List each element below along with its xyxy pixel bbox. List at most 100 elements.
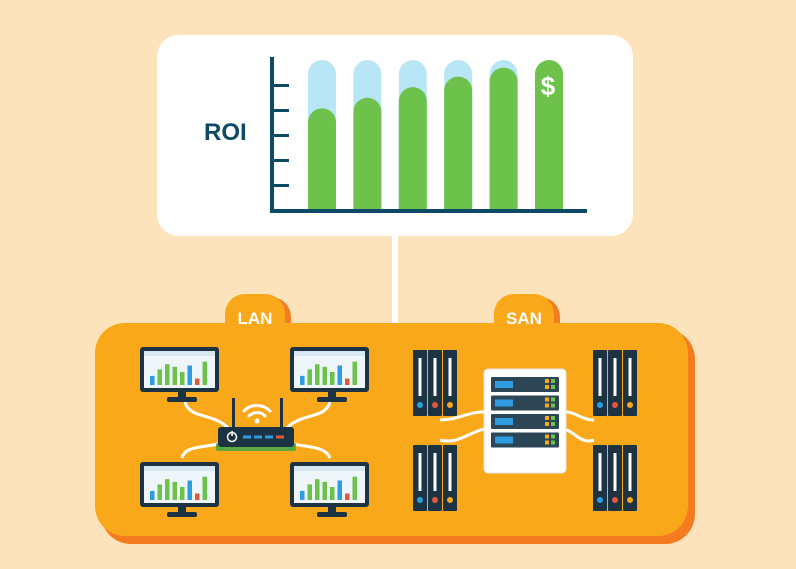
wifi-arc <box>247 411 267 418</box>
monitor-bar <box>322 366 327 385</box>
router-led <box>254 435 262 439</box>
roi-y-tick <box>270 159 289 162</box>
drive-slot <box>598 453 602 491</box>
monitor-bar <box>337 480 342 500</box>
monitor-4 <box>290 462 369 517</box>
monitor-bar <box>150 375 155 385</box>
drive-slot <box>628 453 632 491</box>
lan-label: LAN <box>238 309 273 328</box>
router-led <box>243 435 251 439</box>
server-blade <box>491 377 559 392</box>
server-blade-led <box>551 379 555 383</box>
drive-led <box>627 497 633 503</box>
server-blade-led <box>551 416 555 420</box>
lan-tab <box>225 294 285 344</box>
san-tab <box>494 294 554 344</box>
server-blade-led <box>545 440 549 445</box>
router-led <box>265 435 273 439</box>
drive-slot <box>418 453 422 491</box>
roi-bar-6 <box>535 60 563 211</box>
monitor-bar <box>300 490 305 500</box>
wifi-router <box>216 398 296 451</box>
drive-slot <box>628 358 632 396</box>
monitor-bar <box>307 484 312 500</box>
drive-led <box>417 402 423 408</box>
server-blade-led <box>545 403 549 408</box>
san-label: SAN <box>506 309 542 328</box>
monitor-titlebar <box>144 466 215 471</box>
monitor-bar <box>330 487 335 500</box>
cable-monitor-2 <box>283 401 332 432</box>
monitor-bar <box>157 369 162 385</box>
wifi-dot <box>254 418 260 424</box>
roi-bar-chart <box>308 60 563 212</box>
server-blade-led <box>551 397 555 402</box>
server-blade-led <box>545 434 549 439</box>
monitor-bar <box>352 476 357 500</box>
drive-slot <box>613 453 617 491</box>
roi-label: ROI <box>204 119 247 146</box>
roi-bar-3 <box>398 87 427 211</box>
server-blade-led <box>551 440 555 445</box>
monitor-bar <box>165 479 170 500</box>
server-blade <box>491 395 559 411</box>
monitor-titlebar <box>144 351 215 356</box>
drive-led <box>417 497 423 503</box>
server-cabinet-edge <box>483 368 567 474</box>
roi-y-tick <box>270 134 289 137</box>
server-blade-led <box>551 403 555 408</box>
power-icon-line <box>231 431 233 436</box>
drive-slot <box>418 358 422 396</box>
monitor-base <box>167 512 197 517</box>
san-storage-units <box>413 350 637 511</box>
roi-y-tick <box>270 109 289 112</box>
drive-led <box>432 497 438 503</box>
card-connector-line <box>392 235 398 325</box>
monitor-bar <box>345 493 350 500</box>
monitor-2 <box>290 347 369 402</box>
server-blade <box>491 432 559 448</box>
network-panel: LAN SAN <box>95 294 695 544</box>
drive-led <box>432 402 438 408</box>
monitor-stand <box>178 505 186 513</box>
roi-bar-5 <box>489 67 518 211</box>
server-blade-display <box>495 418 513 425</box>
server-blade-led <box>545 422 549 426</box>
monitor-titlebar <box>294 351 365 356</box>
cable-monitor-1 <box>183 401 232 432</box>
storage-unit-2 <box>593 350 637 416</box>
roi-bar-1 <box>308 108 337 211</box>
server-blade-led <box>545 416 549 420</box>
monitor-bar <box>150 490 155 500</box>
drive-led <box>612 402 618 408</box>
monitor-bar <box>337 365 342 385</box>
drive-led <box>447 402 453 408</box>
drive-led <box>597 402 603 408</box>
roi-bar-4 <box>444 76 473 211</box>
monitor-bar <box>172 481 177 500</box>
drive-slot <box>448 453 452 491</box>
monitor-1 <box>140 347 219 402</box>
monitor-bar <box>187 365 192 385</box>
monitor-bar <box>195 493 200 500</box>
monitor-bar <box>352 361 357 385</box>
monitor-stand <box>328 390 336 398</box>
wifi-icon <box>242 404 272 424</box>
monitor-bar <box>307 369 312 385</box>
monitor-bar <box>187 480 192 500</box>
monitor-base <box>317 397 347 402</box>
monitor-bar <box>345 378 350 385</box>
monitor-bar <box>315 479 320 500</box>
server-blade-led <box>551 385 555 389</box>
roi-axes <box>270 57 587 213</box>
drive-slot <box>598 358 602 396</box>
monitor-stand <box>178 390 186 398</box>
server-blade-led <box>545 385 549 389</box>
roi-bar-2 <box>353 97 382 211</box>
drive-slot <box>433 453 437 491</box>
lan-monitors <box>140 347 369 517</box>
server-blade-display <box>495 399 513 407</box>
monitor-bar <box>330 372 335 385</box>
roi-y-tick <box>270 84 289 87</box>
